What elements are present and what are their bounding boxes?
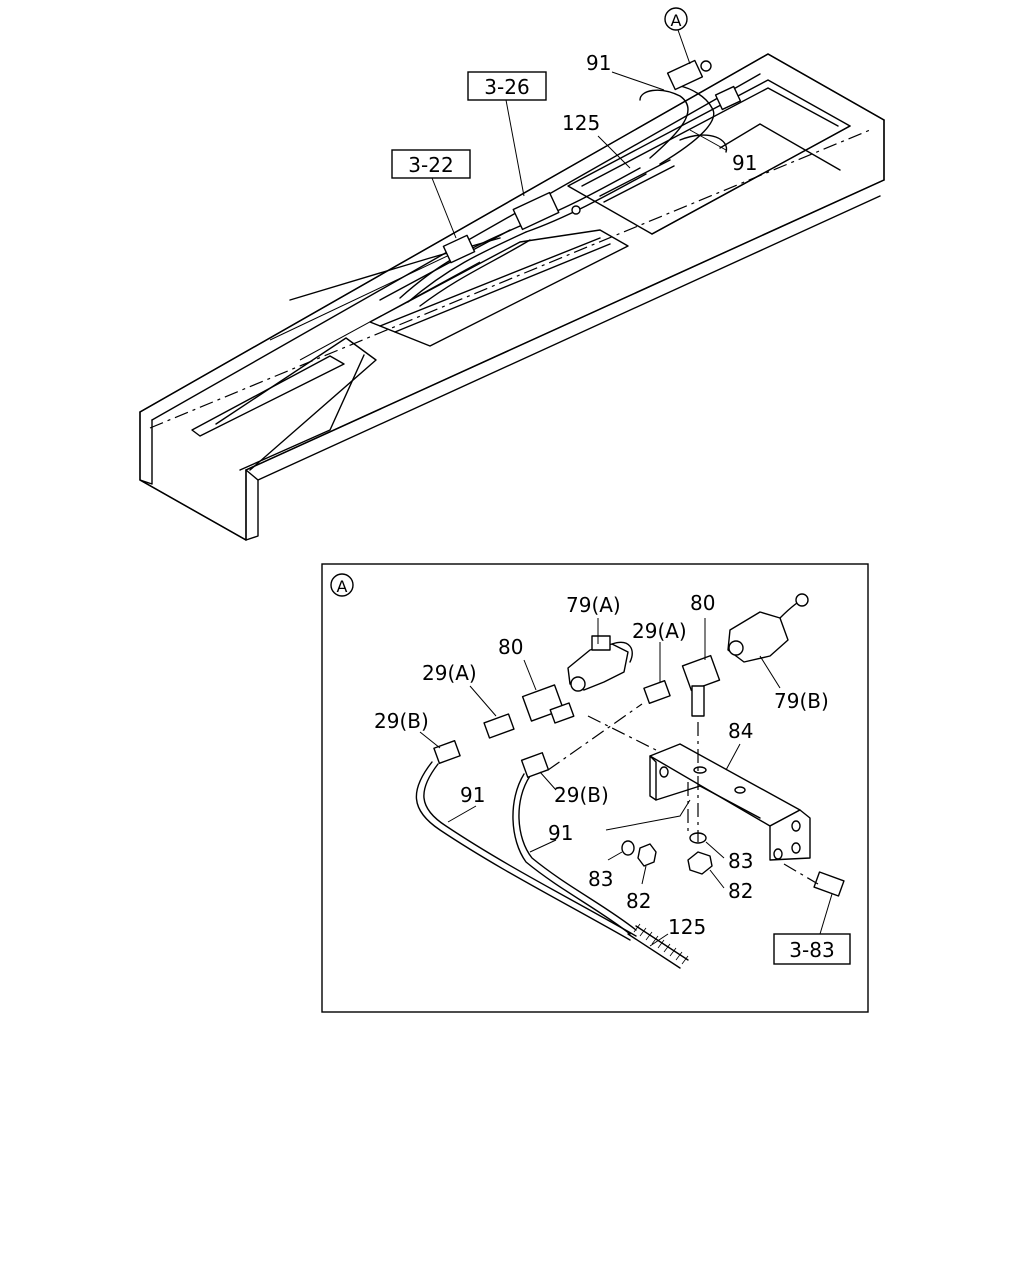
- tee-80-left: [521, 659, 575, 724]
- callout-29a-left: 29(A): [422, 661, 477, 685]
- callout-84: 84: [728, 719, 753, 743]
- nut-82-right: [687, 851, 725, 889]
- callout-29a-right: 29(A): [632, 619, 687, 643]
- bracket-84: [649, 743, 811, 861]
- callout-82-right: 82: [728, 879, 753, 903]
- valve-79a: [567, 618, 633, 692]
- callout-79b: 79(B): [774, 689, 829, 713]
- valve-79b: [727, 593, 809, 689]
- callout-91-right: 91: [548, 821, 573, 845]
- top-callout-91-b: 91: [732, 151, 757, 175]
- washer-83-left: [607, 840, 635, 861]
- callout-29b-right: 29(B): [554, 783, 609, 807]
- top-callout-125: 125: [562, 111, 600, 135]
- svg-text:3-83: 3-83: [789, 938, 834, 962]
- fitting-29b-left: [419, 731, 461, 764]
- callout-83-right: 83: [728, 849, 753, 873]
- fitting-29a-left: [469, 685, 515, 739]
- callout-82-left: 82: [626, 889, 651, 913]
- pipes-91: [415, 761, 637, 941]
- top-ref-box-3-22: 3-22: [391, 149, 471, 179]
- nut-82-left: [637, 843, 657, 885]
- top-harness: [399, 59, 742, 307]
- svg-text:A: A: [671, 11, 682, 30]
- callout-125: 125: [668, 915, 706, 939]
- top-ref-box-3-26: 3-26: [467, 71, 547, 101]
- top-callout-circle-a: A: [664, 7, 688, 31]
- hose-125: [627, 923, 689, 969]
- svg-text:3-26: 3-26: [484, 75, 529, 99]
- callout-79a: 79(A): [566, 593, 621, 617]
- chassis-frame: [139, 53, 885, 541]
- top-leaders: [431, 29, 727, 239]
- ref-box-3-83: 3-83: [773, 933, 851, 965]
- top-callout-91-a: 91: [586, 51, 611, 75]
- callout-83-left: 83: [588, 867, 613, 891]
- tee-80-right: [681, 618, 721, 717]
- svg-text:A: A: [337, 577, 348, 596]
- callout-91-left: 91: [460, 783, 485, 807]
- svg-text:3-22: 3-22: [408, 153, 453, 177]
- fitting-29a-right: [643, 642, 671, 704]
- callout-80-right: 80: [690, 591, 715, 615]
- callout-29b-left: 29(B): [374, 709, 429, 733]
- fitting-29b-right: [520, 752, 557, 791]
- detail-centerlines: [547, 703, 819, 885]
- bolt-3-83: [813, 871, 845, 935]
- detail-callout-circle-a: A: [330, 573, 354, 597]
- callout-80-left: 80: [498, 635, 523, 659]
